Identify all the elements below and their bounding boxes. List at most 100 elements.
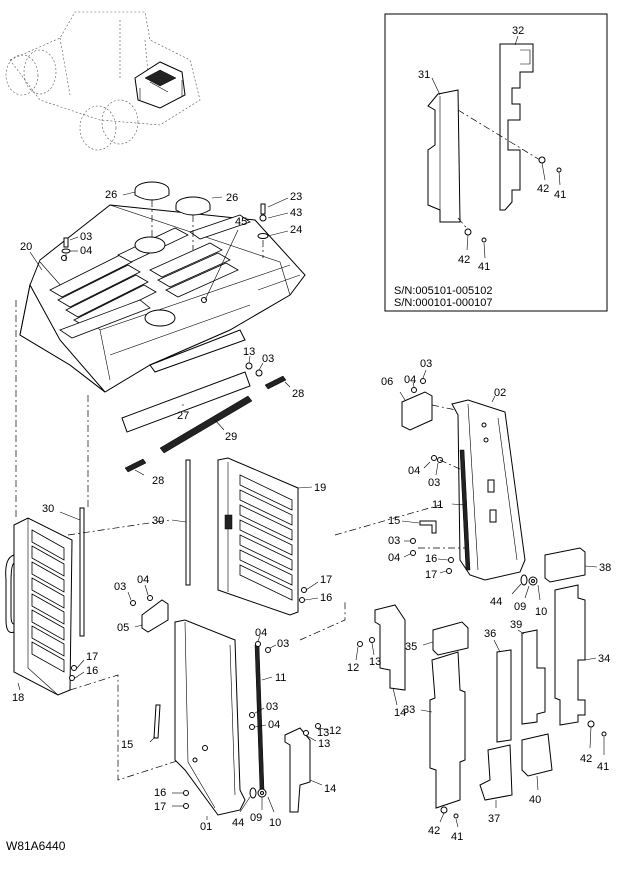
callout-14: 14 bbox=[324, 783, 336, 795]
callout-42: 42 bbox=[458, 254, 470, 266]
callout-35: 35 bbox=[405, 641, 417, 653]
callout-03: 03 bbox=[388, 535, 400, 547]
serial-number-inset: 31 32 42 41 42 41 S/N:005101-005102 S/N:… bbox=[384, 13, 608, 312]
callout-42: 42 bbox=[580, 753, 592, 765]
bracket-06 bbox=[399, 369, 457, 431]
callout-41: 41 bbox=[597, 761, 609, 773]
callout-33: 33 bbox=[403, 704, 415, 716]
callout-34: 34 bbox=[598, 653, 610, 665]
callout-04: 04 bbox=[255, 627, 267, 639]
machine-overview-thumbnail bbox=[5, 11, 201, 151]
callout-45: 45 bbox=[235, 216, 247, 228]
side-grill-18 bbox=[5, 517, 73, 696]
inset-frame bbox=[384, 13, 608, 312]
callout-17: 17 bbox=[154, 801, 166, 813]
callout-32: 32 bbox=[512, 25, 524, 37]
callout-03: 03 bbox=[420, 358, 432, 370]
callout-14: 14 bbox=[394, 707, 406, 719]
rod-15-left bbox=[153, 704, 161, 739]
strip-28-left bbox=[124, 458, 147, 473]
bolt-12-13-right bbox=[355, 637, 375, 661]
insulation-38 bbox=[544, 547, 586, 583]
callout-29: 29 bbox=[225, 431, 237, 443]
callout-20: 20 bbox=[20, 241, 32, 253]
insulation-39 bbox=[521, 629, 546, 725]
callout-12: 12 bbox=[329, 725, 341, 737]
panel-32 bbox=[499, 43, 534, 211]
fastener-16-17-panel01 bbox=[172, 790, 189, 809]
insulation-33 bbox=[429, 651, 466, 809]
callout-04: 04 bbox=[408, 465, 420, 477]
callout-12: 12 bbox=[347, 662, 359, 674]
callout-43: 43 bbox=[290, 207, 302, 219]
callout-15: 15 bbox=[388, 515, 400, 527]
callout-16: 16 bbox=[154, 787, 166, 799]
bolt-41-inset-a bbox=[538, 156, 562, 186]
callout-44: 44 bbox=[490, 596, 502, 608]
hinge-44-09-10-center bbox=[239, 787, 275, 813]
callout-11: 11 bbox=[432, 499, 443, 511]
callout-02: 02 bbox=[494, 387, 506, 399]
fastener-16-17-left bbox=[69, 659, 85, 681]
bolt-12-13-center bbox=[303, 723, 329, 742]
callout-04: 04 bbox=[388, 552, 400, 564]
callout-01: 01 bbox=[200, 821, 212, 833]
callout-10: 10 bbox=[535, 606, 547, 618]
bolt-41-inset-b bbox=[464, 228, 487, 259]
callout-38: 38 bbox=[599, 562, 611, 574]
callout-17: 17 bbox=[86, 651, 98, 663]
strip-11-right bbox=[459, 449, 471, 571]
callout-30: 30 bbox=[42, 503, 54, 515]
insulation-34 bbox=[554, 584, 586, 726]
callout-40: 40 bbox=[529, 794, 541, 806]
strip-30-center bbox=[185, 459, 191, 586]
strip-30-left bbox=[79, 507, 85, 637]
insulation-40 bbox=[521, 733, 553, 777]
callout-18: 18 bbox=[12, 692, 24, 704]
callout-04: 04 bbox=[268, 719, 280, 731]
callout-17: 17 bbox=[425, 569, 437, 581]
fastener-16-17-door bbox=[299, 581, 319, 603]
callout-28: 28 bbox=[152, 475, 164, 487]
callout-11: 11 bbox=[275, 672, 286, 684]
callout-03: 03 bbox=[277, 638, 289, 650]
callout-16: 16 bbox=[425, 553, 437, 565]
bolt-23-set bbox=[257, 197, 289, 258]
callout-09: 09 bbox=[514, 601, 526, 613]
callout-03: 03 bbox=[80, 231, 92, 243]
callout-42: 42 bbox=[428, 825, 440, 837]
callout-04: 04 bbox=[404, 374, 416, 386]
bolt-41-42-bottom bbox=[439, 806, 459, 828]
callout-24: 24 bbox=[290, 224, 302, 236]
strip-28-right bbox=[264, 375, 287, 390]
callout-31: 31 bbox=[418, 69, 430, 81]
callout-16: 16 bbox=[320, 592, 332, 604]
callout-41: 41 bbox=[478, 261, 490, 273]
door-grill-mesh bbox=[239, 474, 293, 601]
hood-grill bbox=[49, 214, 251, 339]
callout-28: 28 bbox=[292, 388, 304, 400]
plate-14-right bbox=[374, 604, 406, 691]
callout-04: 04 bbox=[80, 245, 92, 257]
figure-code: W81A6440 bbox=[6, 839, 66, 853]
callout-13: 13 bbox=[318, 738, 330, 750]
bolt-13-03-hood bbox=[245, 355, 264, 377]
callout-09: 09 bbox=[250, 812, 262, 824]
callout-42: 42 bbox=[537, 183, 549, 195]
bolt-03-04-panel01-mid bbox=[249, 707, 267, 730]
callout-05: 05 bbox=[117, 622, 129, 634]
bolt-03-04-panel01-top bbox=[255, 635, 277, 653]
callout-23: 23 bbox=[290, 191, 302, 203]
bolt-03-04-panel02 bbox=[423, 455, 463, 476]
hood-cover-20 bbox=[19, 204, 306, 393]
panel-31 bbox=[427, 89, 461, 223]
strip-11-center bbox=[254, 644, 265, 791]
callout-03: 03 bbox=[428, 477, 440, 489]
rod-15-right bbox=[419, 520, 437, 534]
callout-37: 37 bbox=[488, 813, 500, 825]
callout-03: 03 bbox=[114, 581, 126, 593]
bolt-41-42-right bbox=[587, 720, 607, 755]
plate-14-center bbox=[284, 727, 311, 813]
callout-19: 19 bbox=[314, 482, 326, 494]
